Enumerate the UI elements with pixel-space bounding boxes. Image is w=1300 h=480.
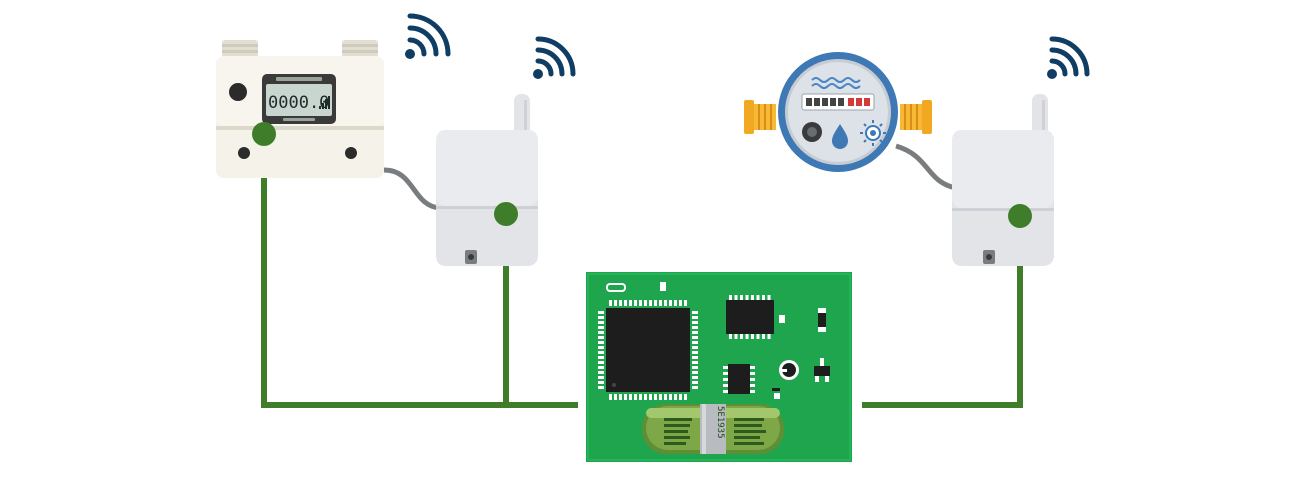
ic-chip-small [726,295,774,339]
water-drop-icon [832,124,848,149]
wifi-icon [1047,36,1090,79]
water-wave-icon [811,77,861,83]
wire-board-to-module-2 [862,213,1023,408]
brass-fitting-right [900,100,932,134]
gas-meter: 0000.0 [216,40,384,178]
gas-meter-screw-right [345,147,357,159]
transistor [814,366,830,376]
water-meter [744,52,932,172]
connection-point-module-2 [1008,204,1032,228]
wifi-icon [405,13,451,59]
cable-water-meter-to-module-2 [895,143,957,191]
gas-meter-reading: 0000.0 [268,93,329,113]
gas-meter-lcd [266,84,332,116]
gas-meter-screw-left [238,147,250,159]
battery: 5E1935 [642,404,784,454]
cable-gas-meter-to-module-1 [383,167,441,211]
connection-point-module-1 [494,202,518,226]
gas-meter-button [229,83,247,101]
water-meter-counter-digits [806,98,870,106]
battery-label: 5E1935 [715,406,725,439]
mcu-chip [606,308,690,392]
signal-bars-icon [319,96,330,109]
circuit-board: 5E1935 [586,272,852,462]
sun-dial-icon [860,120,886,146]
wire-gas-meter-to-board [261,131,578,408]
mcu-pins [598,300,698,400]
brass-fitting-left [744,100,776,134]
radio-module-1 [436,94,538,266]
ic-chip-tall [723,364,755,394]
radio-module-2 [952,94,1054,266]
connection-point-gas-meter [252,122,276,146]
diode [818,313,826,327]
wifi-icon [533,36,576,79]
